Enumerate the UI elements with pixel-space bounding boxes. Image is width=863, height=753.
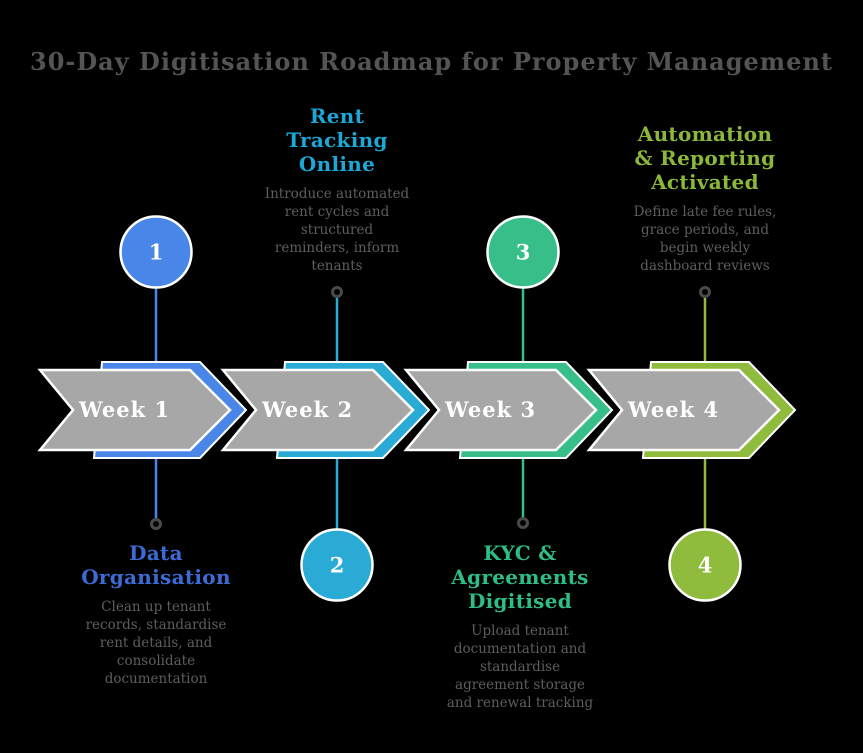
week-3-arrow: Week 3 — [403, 361, 614, 459]
milestone-week-1: Data Organisation Clean up tenant record… — [56, 541, 256, 688]
page-title: 30-Day Digitisation Roadmap for Property… — [30, 47, 833, 76]
week-1-label: Week 1 — [78, 397, 170, 422]
week-2-marker-number: 2 — [330, 553, 345, 578]
week-4-marker-circle — [668, 528, 742, 602]
week-2-arrow-body — [220, 368, 415, 452]
milestone-week-4-description: Define late fee rules, grace periods, an… — [633, 204, 777, 274]
week-2-marker-circle — [300, 528, 374, 602]
milestone-week-2-heading: Rent Tracking Online — [286, 104, 388, 176]
week-1-marker-circle — [119, 215, 193, 289]
week-1-marker-number: 1 — [149, 240, 164, 265]
milestone-week-4-heading: Automation & Reporting Activated — [634, 122, 776, 194]
week-4-arrow-body — [586, 368, 781, 452]
milestone-week-1-heading: Data Organisation — [81, 541, 231, 589]
week-3-arrow-body — [403, 368, 598, 452]
week-3-connector-ring — [517, 517, 529, 529]
milestone-week-3-heading: KYC & Agreements Digitised — [451, 541, 589, 613]
week-2-label: Week 2 — [261, 397, 353, 422]
milestone-week-3-description: Upload tenant documentation and standard… — [446, 623, 594, 711]
week-3-marker-circle — [486, 215, 560, 289]
week-2-connector-ring — [331, 286, 343, 298]
week-1-arrow: Week 1 — [37, 361, 248, 459]
week-1-arrow-body — [37, 368, 232, 452]
week-2-arrow: Week 2 — [220, 361, 431, 459]
milestone-week-1-description: Clean up tenant records, standardise ren… — [85, 599, 227, 687]
week-1-connector-ring — [150, 518, 162, 530]
milestone-week-2: Rent Tracking Online Introduce automated… — [237, 104, 437, 275]
week-4-connector-ring — [699, 286, 711, 298]
milestone-week-3: KYC & Agreements Digitised Upload tenant… — [420, 541, 620, 712]
week-4-arrow: Week 4 — [586, 361, 797, 459]
week-3-label: Week 3 — [444, 397, 536, 422]
milestone-week-4: Automation & Reporting Activated Define … — [605, 122, 805, 275]
week-4-label: Week 4 — [627, 397, 719, 422]
milestone-week-2-description: Introduce automated rent cycles and stru… — [264, 186, 410, 274]
week-4-marker-number: 4 — [698, 553, 713, 578]
week-3-marker-number: 3 — [516, 240, 531, 265]
